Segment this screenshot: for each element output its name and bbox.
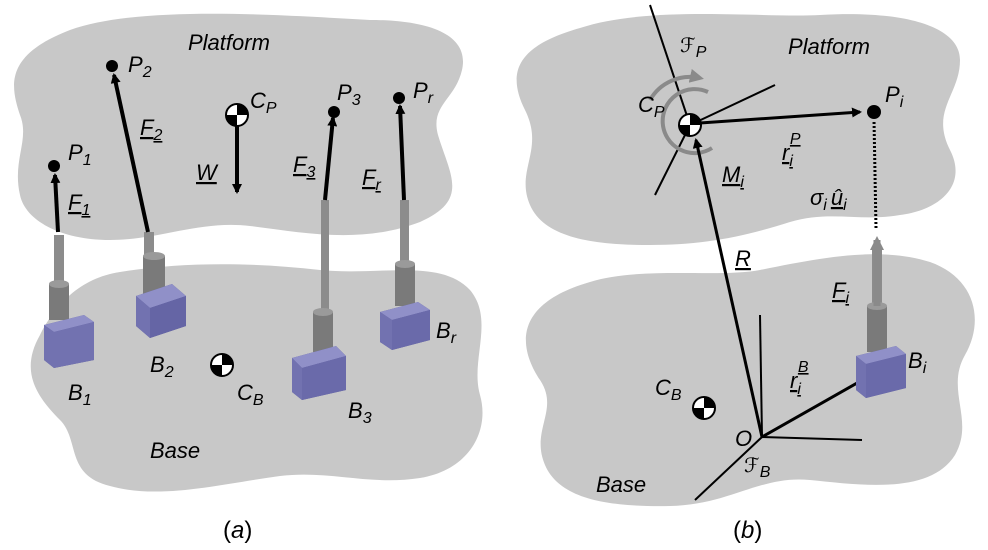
label-b1: B1 [68, 380, 92, 409]
leg-3 [292, 200, 346, 400]
r-vector-arrow [692, 138, 764, 438]
label-origin: O [735, 426, 752, 451]
label-p1: P1 [68, 140, 92, 169]
cp-center-mark-a [225, 103, 249, 127]
frame-fp-axes [649, 4, 776, 196]
label-pi: Pi [885, 82, 904, 111]
platform-label-b: Platform [788, 34, 870, 59]
label-fp: ℱP [680, 35, 707, 61]
panel-a: Platform Base [14, 13, 483, 544]
rip-vector-arrow [699, 107, 862, 125]
cb-center-mark-b [692, 396, 716, 420]
label-cb-b: CB [655, 375, 682, 404]
platform-blob-b [516, 14, 960, 245]
label-f3: F3 [293, 152, 315, 181]
label-b3: B3 [348, 398, 372, 427]
label-fr: Fr [362, 165, 381, 194]
leg-1 [44, 235, 94, 368]
label-rib: riB [790, 359, 809, 398]
label-pr: Pr [413, 78, 434, 107]
caption-b: (b) [733, 517, 762, 544]
leg-r [380, 200, 430, 350]
frame-fb-axes [694, 314, 863, 501]
label-fi: Fi [832, 278, 849, 307]
base-label-a: Base [150, 438, 200, 463]
cb-center-mark-a [210, 353, 234, 377]
label-fb: ℱB [744, 455, 771, 481]
panel-b: Platform Base [516, 4, 975, 544]
leg-2 [136, 232, 186, 338]
platform-label-a: Platform [188, 30, 270, 55]
point-p1 [48, 160, 60, 172]
label-bi: Bi [908, 348, 927, 377]
label-br: Br [436, 318, 457, 347]
cp-center-mark-b [678, 113, 702, 137]
force-arrow-r [395, 104, 406, 201]
label-rip: riP [782, 131, 801, 170]
leg-i [856, 248, 906, 398]
force-arrow-3 [323, 116, 338, 201]
point-p3 [328, 106, 340, 118]
base-label-b: Base [596, 472, 646, 497]
label-cp-a: CP [250, 88, 277, 117]
force-arrow-2 [110, 73, 150, 233]
point-p2 [106, 60, 118, 72]
label-w: W [196, 160, 219, 185]
force-arrow-1 [50, 173, 61, 233]
point-pi [867, 105, 881, 119]
point-pr [393, 92, 405, 104]
label-cp-b: CP [638, 92, 665, 121]
moment-arc [660, 87, 714, 156]
label-cb-a: CB [237, 380, 264, 409]
label-p3: P3 [337, 80, 361, 109]
label-mi: Mi [722, 162, 744, 191]
caption-a: (a) [223, 517, 252, 544]
fp-rotation-arrow [648, 68, 704, 102]
label-f2: F2 [140, 115, 162, 144]
label-f1: F1 [68, 190, 90, 219]
label-b2: B2 [150, 352, 174, 381]
label-p2: P2 [128, 52, 152, 81]
label-r-vec: R [735, 246, 751, 271]
